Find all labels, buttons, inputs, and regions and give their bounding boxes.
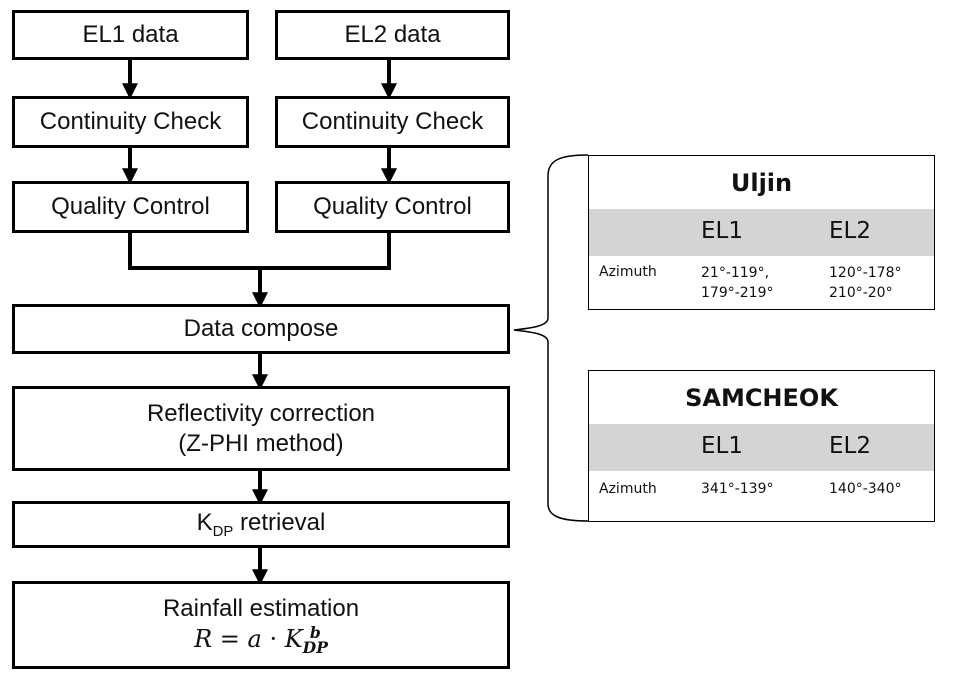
data-compose-box: Data compose [12, 304, 510, 354]
reflectivity-correction-box: Reflectivity correction (Z-PHI method) [12, 386, 510, 471]
continuity-check-left-label: Continuity Check [39, 108, 222, 135]
table-site-name: SAMCHEOK [685, 383, 838, 412]
brace [513, 154, 589, 522]
el2-data-label: EL2 data [344, 21, 441, 48]
header-el2: EL2 [829, 218, 871, 244]
merge-connector [128, 232, 391, 270]
quality-control-left-box: Quality Control [12, 181, 249, 233]
cell-el1-azimuth: 21°-119°, 179°-219° [701, 265, 774, 302]
quality-control-right-label: Quality Control [313, 193, 472, 220]
data-compose-label: Data compose [183, 315, 339, 342]
uljin-azimuth-table: Uljin EL1 EL2 Azimuth 21°-119°, 179°-219… [588, 155, 935, 310]
table-header-row: EL1 EL2 [589, 424, 934, 471]
kdp-retrieval-label: KDP retrieval [196, 508, 326, 540]
continuity-check-left-box: Continuity Check [12, 96, 249, 148]
el1-data-box: EL1 data [12, 10, 249, 60]
header-el1: EL1 [701, 433, 743, 459]
row-label-azimuth: Azimuth [599, 481, 657, 497]
table-site-name: Uljin [730, 168, 793, 197]
el2-data-box: EL2 data [275, 10, 510, 60]
cell-el1-azimuth: 341°-139° [701, 481, 774, 497]
table-header-row: EL1 EL2 [589, 209, 934, 256]
cell-el2-azimuth: 120°-178° 210°-20° [829, 265, 902, 302]
continuity-check-right-label: Continuity Check [301, 108, 484, 135]
quality-control-left-label: Quality Control [51, 193, 210, 220]
reflectivity-title: Reflectivity correction [146, 399, 376, 427]
header-el1: EL1 [701, 218, 743, 244]
el1-data-label: EL1 data [82, 21, 179, 48]
rainfall-title: Rainfall estimation [162, 595, 360, 623]
samcheok-azimuth-table: SAMCHEOK EL1 EL2 Azimuth 341°-139° 140°-… [588, 370, 935, 522]
reflectivity-method: (Z-PHI method) [178, 429, 344, 457]
kdp-retrieval-box: KDP retrieval [12, 501, 510, 548]
cell-el2-azimuth: 140°-340° [829, 481, 902, 497]
row-label-azimuth: Azimuth [599, 264, 657, 280]
header-el2: EL2 [829, 433, 871, 459]
continuity-check-right-box: Continuity Check [275, 96, 510, 148]
quality-control-right-box: Quality Control [275, 181, 510, 233]
